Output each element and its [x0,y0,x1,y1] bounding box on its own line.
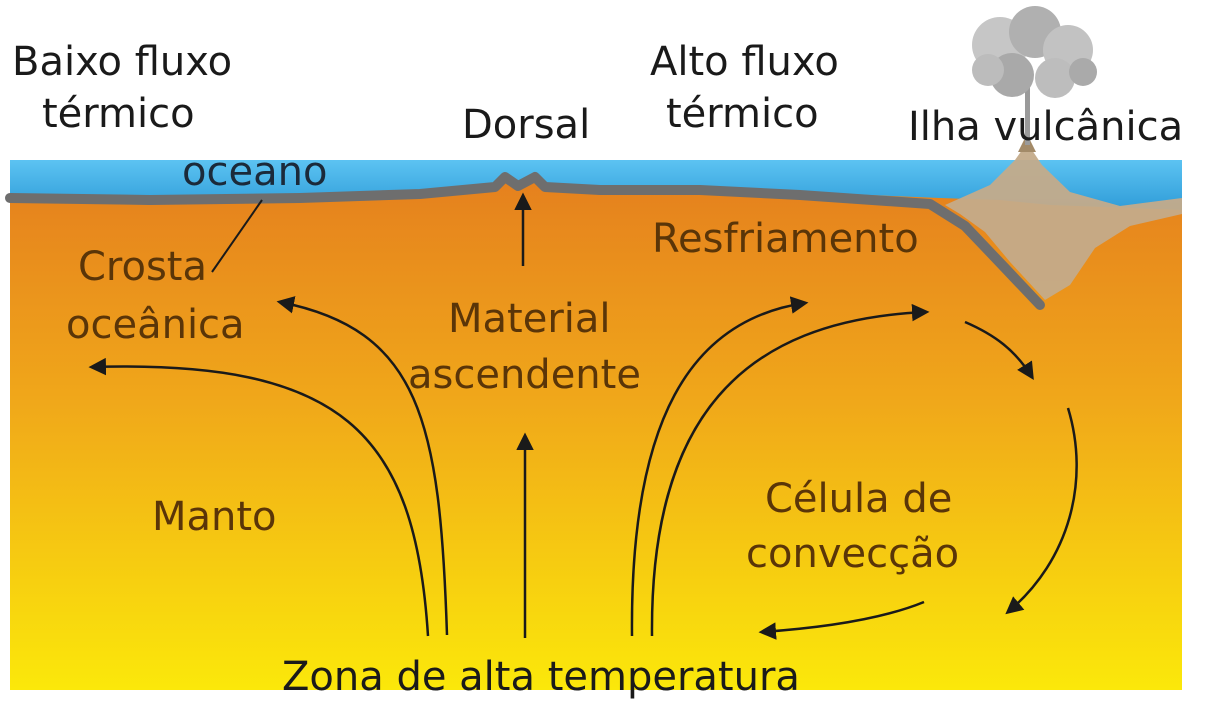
label-crosta-line2: oceânica [66,302,245,348]
label-baixo-fluxo-line1: Baixo fluxo [12,39,232,85]
label-celula-line2: convecção [746,531,959,577]
convection-arrows [88,192,1078,640]
label-material-line1: Material [448,296,611,342]
arrow-right-outer [650,303,930,637]
arrow-cell-right [1005,407,1078,615]
label-material-line2: ascendente [408,352,641,398]
label-resfriamento: Resfriamento [652,216,919,262]
label-dorsal: Dorsal [462,102,590,148]
label-oceano: oceano [182,149,327,195]
volcano-peak [1018,140,1036,152]
label-celula-line1: Célula de [765,476,952,522]
arrow-left-inner [276,296,449,636]
label-manto: Manto [152,494,277,540]
crust-pointer [211,199,263,273]
oceanic-crust [5,172,1045,310]
volcanic-island [945,150,1182,300]
label-baixo-fluxo-line2: térmico [42,91,195,137]
label-crosta-line1: Crosta [78,244,207,290]
arrow-cell-top [964,320,1034,380]
label-alto-fluxo-line1: Alto fluxo [650,39,839,85]
arrow-left-outer [88,357,430,637]
arrow-right-inner [630,296,809,637]
label-alto-fluxo-line2: térmico [666,91,819,137]
volcano-smoke [972,6,1097,145]
arrow-cell-bottom [758,600,925,640]
label-ilha-vulcanica: Ilha vulcânica [908,104,1183,150]
label-zona-alta-temperatura: Zona de alta temperatura [282,654,800,700]
